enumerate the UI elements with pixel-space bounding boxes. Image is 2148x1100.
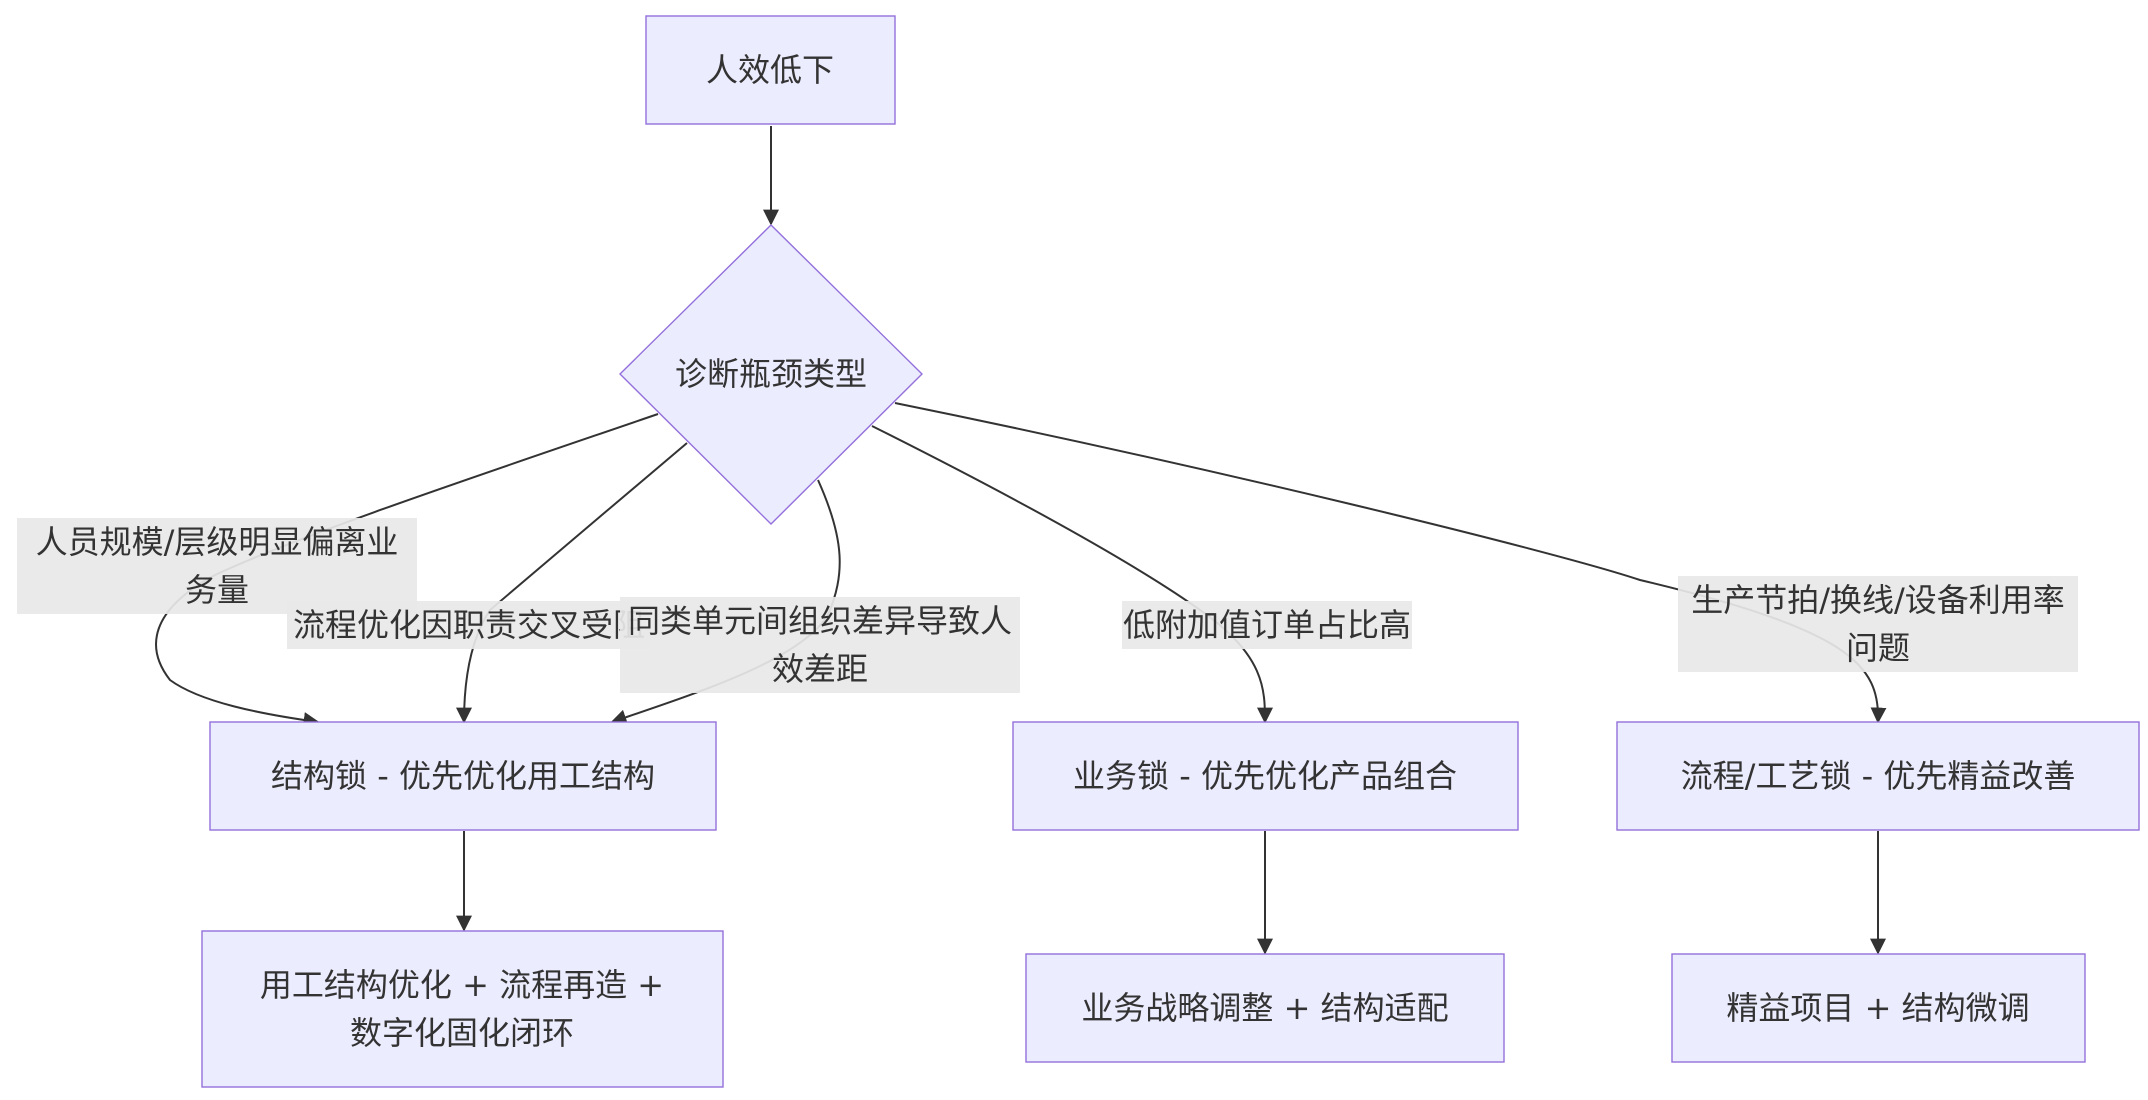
edge-label-headcount-line2: 务量 (185, 571, 249, 609)
node-start: 人效低下 (645, 15, 896, 125)
edge-label-org-diff-line1: 同类单元间组织差异导致人 (628, 602, 1012, 640)
edge-label-responsibility-text: 流程优化因职责交叉受阻 (293, 606, 645, 644)
node-structure-lock: 结构锁 - 优先优化用工结构 (209, 721, 717, 831)
node-decision-label: 诊断瓶颈类型 (675, 355, 867, 393)
node-process-action-label: 精益项目 + 结构微调 (1726, 989, 2029, 1027)
node-business-action: 业务战略调整 + 结构适配 (1025, 953, 1505, 1063)
edge-label-responsibility: 流程优化因职责交叉受阻 (287, 601, 651, 649)
edge-label-headcount-line1: 人员规模/层级明显偏离业 (36, 523, 399, 561)
edge-label-low-value-text: 低附加值订单占比高 (1123, 606, 1411, 644)
edge-label-production-line2: 问题 (1846, 629, 1910, 667)
node-decision: 诊断瓶颈类型 (619, 224, 923, 525)
edge-label-low-value: 低附加值订单占比高 (1122, 601, 1412, 649)
node-business-lock: 业务锁 - 优先优化产品组合 (1012, 721, 1519, 831)
node-process-action: 精益项目 + 结构微调 (1671, 953, 2086, 1063)
edge-label-production-line1: 生产节拍/换线/设备利用率 (1691, 581, 2065, 619)
edge-label-org-diff-line2: 效差距 (772, 650, 868, 688)
edge-labels: 人员规模/层级明显偏离业 务量 流程优化因职责交叉受阻 同类单元间组织差异导致人… (17, 518, 2078, 693)
node-process-lock-label: 流程/工艺锁 - 优先精益改善 (1681, 757, 2076, 795)
edge-label-headcount: 人员规模/层级明显偏离业 务量 (17, 518, 417, 614)
node-process-lock: 流程/工艺锁 - 优先精益改善 (1616, 721, 2140, 831)
edge-decision-to-process (894, 402, 1887, 724)
node-structure-action-line2: 数字化固化闭环 (350, 1014, 574, 1052)
edge-label-production: 生产节拍/换线/设备利用率 问题 (1678, 576, 2078, 672)
edge-label-org-diff: 同类单元间组织差异导致人 效差距 (620, 597, 1020, 693)
node-structure-lock-label: 结构锁 - 优先优化用工结构 (271, 757, 655, 795)
node-structure-action-line1: 用工结构优化 + 流程再造 + (260, 966, 664, 1004)
node-business-lock-label: 业务锁 - 优先优化产品组合 (1073, 757, 1457, 795)
node-start-label: 人效低下 (706, 51, 834, 89)
edge-decision-to-business (871, 425, 1273, 724)
node-business-action-label: 业务战略调整 + 结构适配 (1081, 989, 1448, 1027)
nodes: 人效低下 诊断瓶颈类型 结构锁 - 优先优化用工结构 业务锁 - 优先优化产品组… (201, 15, 2140, 1088)
edge-decision-to-structure-responsibility (456, 442, 688, 724)
node-structure-action: 用工结构优化 + 流程再造 + 数字化固化闭环 (201, 930, 724, 1088)
